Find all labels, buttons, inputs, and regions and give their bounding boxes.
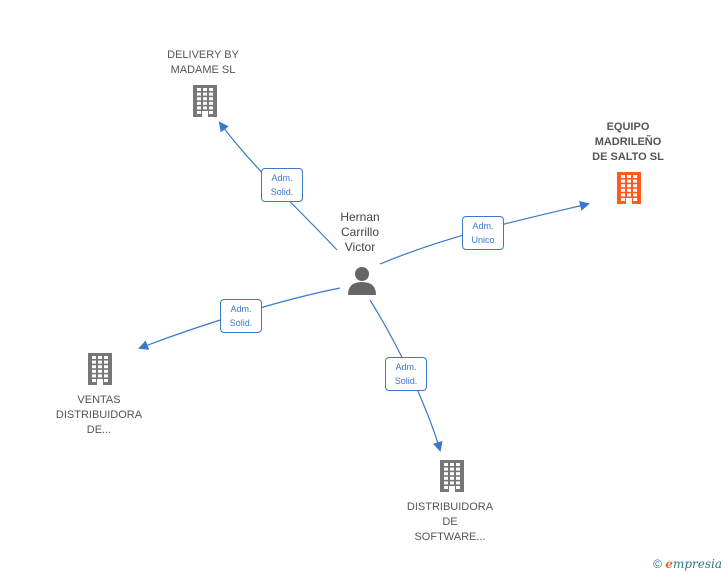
brand-logo-rest: mpresia [672,557,722,571]
node-label-ventas[interactable]: VENTAS DISTRIBUIDORA DE... [55,394,143,436]
edge-label-delivery[interactable]: Adm. Solid. [261,168,303,202]
building-icon[interactable] [190,84,220,118]
building-icon[interactable] [85,352,115,386]
building-icon[interactable] [614,171,644,205]
edge-label-equipo[interactable]: Adm. Unico [462,216,504,250]
edge-label-software[interactable]: Adm. Solid. [385,357,427,391]
person-icon[interactable] [347,265,377,295]
edge-label-ventas[interactable]: Adm. Solid. [220,299,262,333]
copyright-icon: © [653,557,662,571]
building-icon[interactable] [437,459,467,493]
node-label-software[interactable]: DISTRIBUIDORA DE SOFTWARE... [406,501,494,543]
footer-brand: © empresia [653,557,722,571]
node-label-delivery[interactable]: DELIVERY BY MADAME SL [167,49,239,76]
node-label-equipo[interactable]: EQUIPO MADRILEÑO DE SALTO SL [592,121,664,163]
person-name-label[interactable]: Hernan Carrillo Victor [340,210,380,254]
brand-logo-first: e [665,557,673,571]
